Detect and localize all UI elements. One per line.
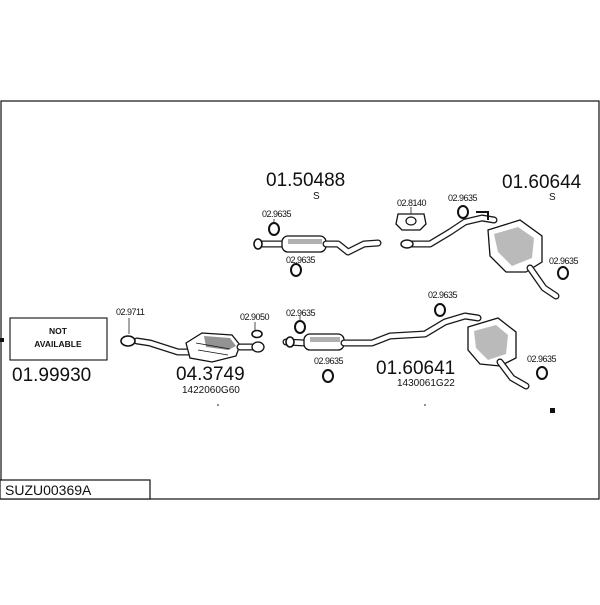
fitting-number: 02.9635 <box>448 193 478 203</box>
fitting-number: 02.9635 <box>286 308 316 318</box>
hanger-rubber-icon <box>253 238 263 250</box>
part-number: 01.99930 <box>12 365 91 386</box>
rear-silencer-assembly <box>400 214 560 300</box>
fitting-number: 02.8140 <box>397 198 427 208</box>
part-number: 01.60641 <box>376 358 455 379</box>
part-number: 01.50488 <box>266 170 345 191</box>
fitting-number: 02.9635 <box>527 354 557 364</box>
flange-icon <box>395 213 427 249</box>
oem-number: 1422060G60 <box>182 385 240 396</box>
hanger-rubber-icon <box>285 336 295 348</box>
marker-dot <box>424 404 426 406</box>
center-pipe-assembly <box>258 235 382 256</box>
frame-marker-left <box>0 338 4 342</box>
fitting-number: 02.9635 <box>549 256 579 266</box>
not-available-line2: AVAILABLE <box>34 339 82 349</box>
hanger-icons <box>268 205 569 383</box>
reference-code: SUZU00369A <box>5 482 92 498</box>
fitting-number: 02.9050 <box>240 312 270 322</box>
fitting-number: 02.9635 <box>262 209 292 219</box>
front-pipe-catalyst <box>133 332 265 363</box>
fitting-number: 02.9635 <box>314 356 344 366</box>
reference-box <box>0 479 151 500</box>
not-available-box <box>9 317 108 361</box>
part-note: S <box>313 191 320 202</box>
fitting-number: 02.9635 <box>428 290 458 300</box>
fitting-number: 02.9711 <box>116 307 145 317</box>
flange-gasket <box>120 335 136 347</box>
fitting-number: 02.9635 <box>286 255 316 265</box>
clamp-ring-icon <box>251 329 263 339</box>
middle-pipe-assembly <box>282 312 530 390</box>
not-available-line1: NOT <box>49 326 68 336</box>
fitting-labels: 02.9711 02.9050 02.9635 02.9635 02.9635 … <box>116 193 579 366</box>
part-number: 01.60644 <box>502 172 582 193</box>
part-number: 04.3749 <box>176 364 245 385</box>
part-note: S <box>549 192 556 203</box>
frame-marker-right <box>550 408 555 413</box>
diagram-frame <box>0 100 600 500</box>
part-labels: 01.99930 04.3749 1422060G60 01.50488 S 0… <box>12 170 582 396</box>
leader-lines <box>128 207 412 334</box>
oem-number: 1430061G22 <box>397 378 455 389</box>
marker-dot <box>217 404 219 406</box>
